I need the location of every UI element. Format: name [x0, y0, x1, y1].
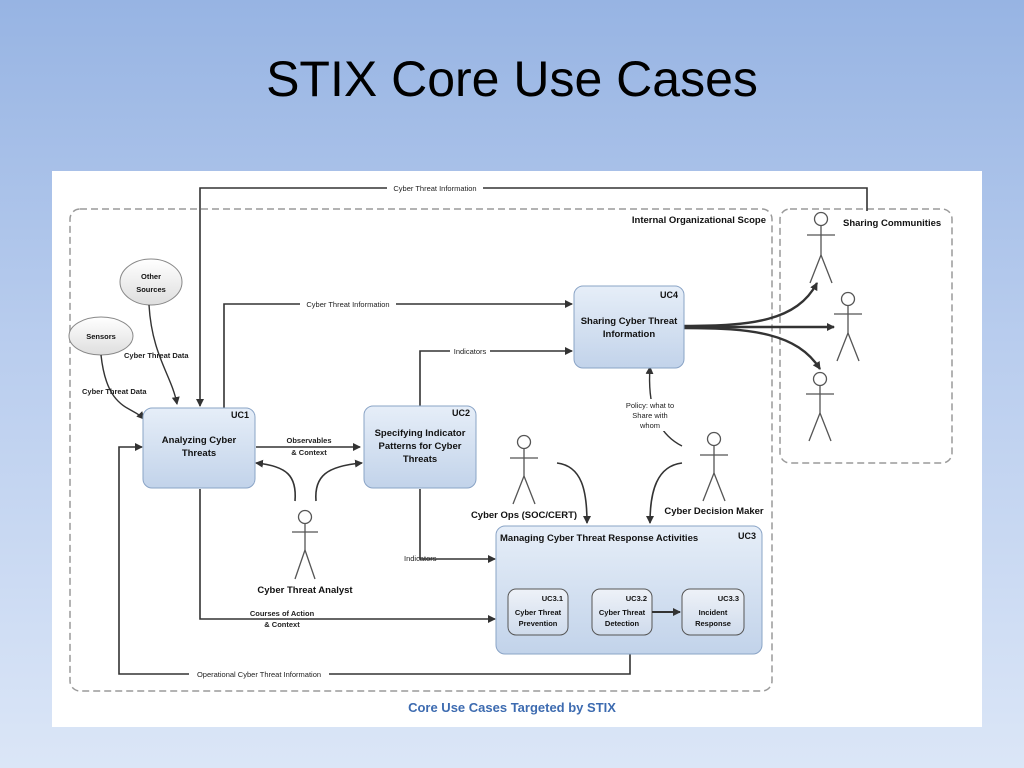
internal-scope-boundary — [69, 208, 773, 692]
uc3-2-line1: Cyber Threat — [599, 608, 646, 617]
uc3-3-box — [681, 588, 745, 636]
ops-label: Cyber Ops (SOC/CERT) — [471, 510, 577, 521]
sensors-flow-arrow — [100, 354, 145, 420]
sensors-label: Sensors — [86, 332, 116, 341]
uc3-2-tag: UC3.2 — [626, 594, 647, 603]
uc4-title-line2: Information — [603, 329, 655, 340]
analyst-actor-icon — [292, 509, 318, 580]
uc1-title-line2: Threats — [182, 448, 216, 459]
decision-label: Cyber Decision Maker — [664, 506, 764, 517]
share-arrow-1 — [683, 282, 819, 328]
uc2-title-line1: Specifying Indicator — [375, 428, 466, 439]
uc3-3-line2: Response — [695, 619, 731, 628]
operational-cti-label: Operational Cyber Threat Information — [197, 670, 321, 679]
uc3-title: Managing Cyber Threat Response Activitie… — [500, 533, 698, 544]
sharing-scope-label: Sharing Communities — [843, 218, 941, 229]
uc3-1-tag: UC3.1 — [542, 594, 563, 603]
policy-label-bg — [620, 399, 680, 431]
operational-cti-arrow — [118, 443, 631, 675]
uc4-tag: UC4 — [660, 290, 678, 300]
sharing-scope-boundary — [779, 208, 953, 464]
uc1-tag: UC1 — [231, 410, 249, 420]
community-actor-2-icon — [834, 291, 862, 362]
uc2-title-line3: Threats — [403, 454, 437, 465]
top-cti-label-bg — [387, 183, 483, 193]
mid-cti-label-bg — [300, 299, 396, 309]
diagram-caption: Core Use Cases Targeted by STIX — [408, 700, 616, 715]
indicators-top-arrow — [419, 347, 573, 406]
sensors-flow-label: Cyber Threat Data — [82, 387, 147, 396]
uc1-title-line1: Analyzing Cyber — [162, 435, 237, 446]
policy-label-line1: Policy: what to — [626, 401, 674, 410]
other-sources-flow-arrow — [148, 304, 180, 405]
community-actor-1-icon — [807, 211, 835, 284]
other-sources-line1: Other — [141, 272, 161, 281]
mid-cti-arrow — [223, 300, 573, 409]
other-sources-line2: Sources — [136, 285, 166, 294]
decision-actor-icon — [700, 431, 728, 502]
slide-title: STIX Core Use Cases — [266, 51, 758, 107]
top-cti-arrow — [196, 187, 868, 407]
decision-to-uc3-arrow — [646, 462, 683, 524]
indicators-top-label: Indicators — [454, 347, 487, 356]
analyst-to-uc1-arrow — [255, 459, 297, 502]
community-actor-3-icon — [806, 371, 834, 442]
uc2-box — [363, 405, 477, 489]
analyst-to-uc2-arrow — [315, 459, 363, 502]
analyst-label: Cyber Threat Analyst — [257, 585, 353, 596]
uc2-tag: UC2 — [452, 408, 470, 418]
ops-actor-icon — [510, 434, 538, 505]
uc3-1-line2: Prevention — [519, 619, 558, 628]
uc2-title-line2: Patterns for Cyber — [379, 441, 462, 452]
observables-label-line1: Observables — [286, 436, 331, 445]
uc3-1-line1: Cyber Threat — [515, 608, 562, 617]
uc3-3-line1: Incident — [699, 608, 728, 617]
observables-label-line2: & Context — [291, 448, 327, 457]
coa-label-line1: Courses of Action — [250, 609, 315, 618]
other-sources-node — [119, 258, 183, 306]
indicators-bottom-arrow — [419, 489, 496, 563]
uc4-box — [573, 285, 685, 369]
uc3-tag: UC3 — [738, 531, 756, 541]
uc3-3-tag: UC3.3 — [718, 594, 739, 603]
ops-to-uc3-arrow — [556, 462, 591, 524]
operational-cti-label-bg — [189, 669, 329, 679]
use-case-diagram: Internal Organizational Scope Sharing Co… — [68, 183, 953, 715]
top-cti-label: Cyber Threat Information — [393, 184, 476, 193]
policy-label-line3: whom — [639, 421, 660, 430]
coa-label-line2: & Context — [264, 620, 300, 629]
policy-label-line2: Share with — [632, 411, 667, 420]
indicators-top-label-bg — [450, 346, 490, 356]
share-arrow-3 — [683, 326, 822, 370]
other-sources-flow-label: Cyber Threat Data — [124, 351, 189, 360]
uc3-2-line2: Detection — [605, 619, 640, 628]
uc3-1-box — [507, 588, 569, 636]
internal-scope-label: Internal Organizational Scope — [632, 215, 766, 226]
coa-arrow — [199, 489, 496, 623]
diagram-panel: Internal Organizational Scope Sharing Co… — [52, 171, 982, 727]
indicators-bottom-label: Indicators — [404, 554, 437, 563]
uc1-box — [142, 407, 256, 489]
uc4-title-line1: Sharing Cyber Threat — [581, 316, 678, 327]
mid-cti-label: Cyber Threat Information — [306, 300, 389, 309]
